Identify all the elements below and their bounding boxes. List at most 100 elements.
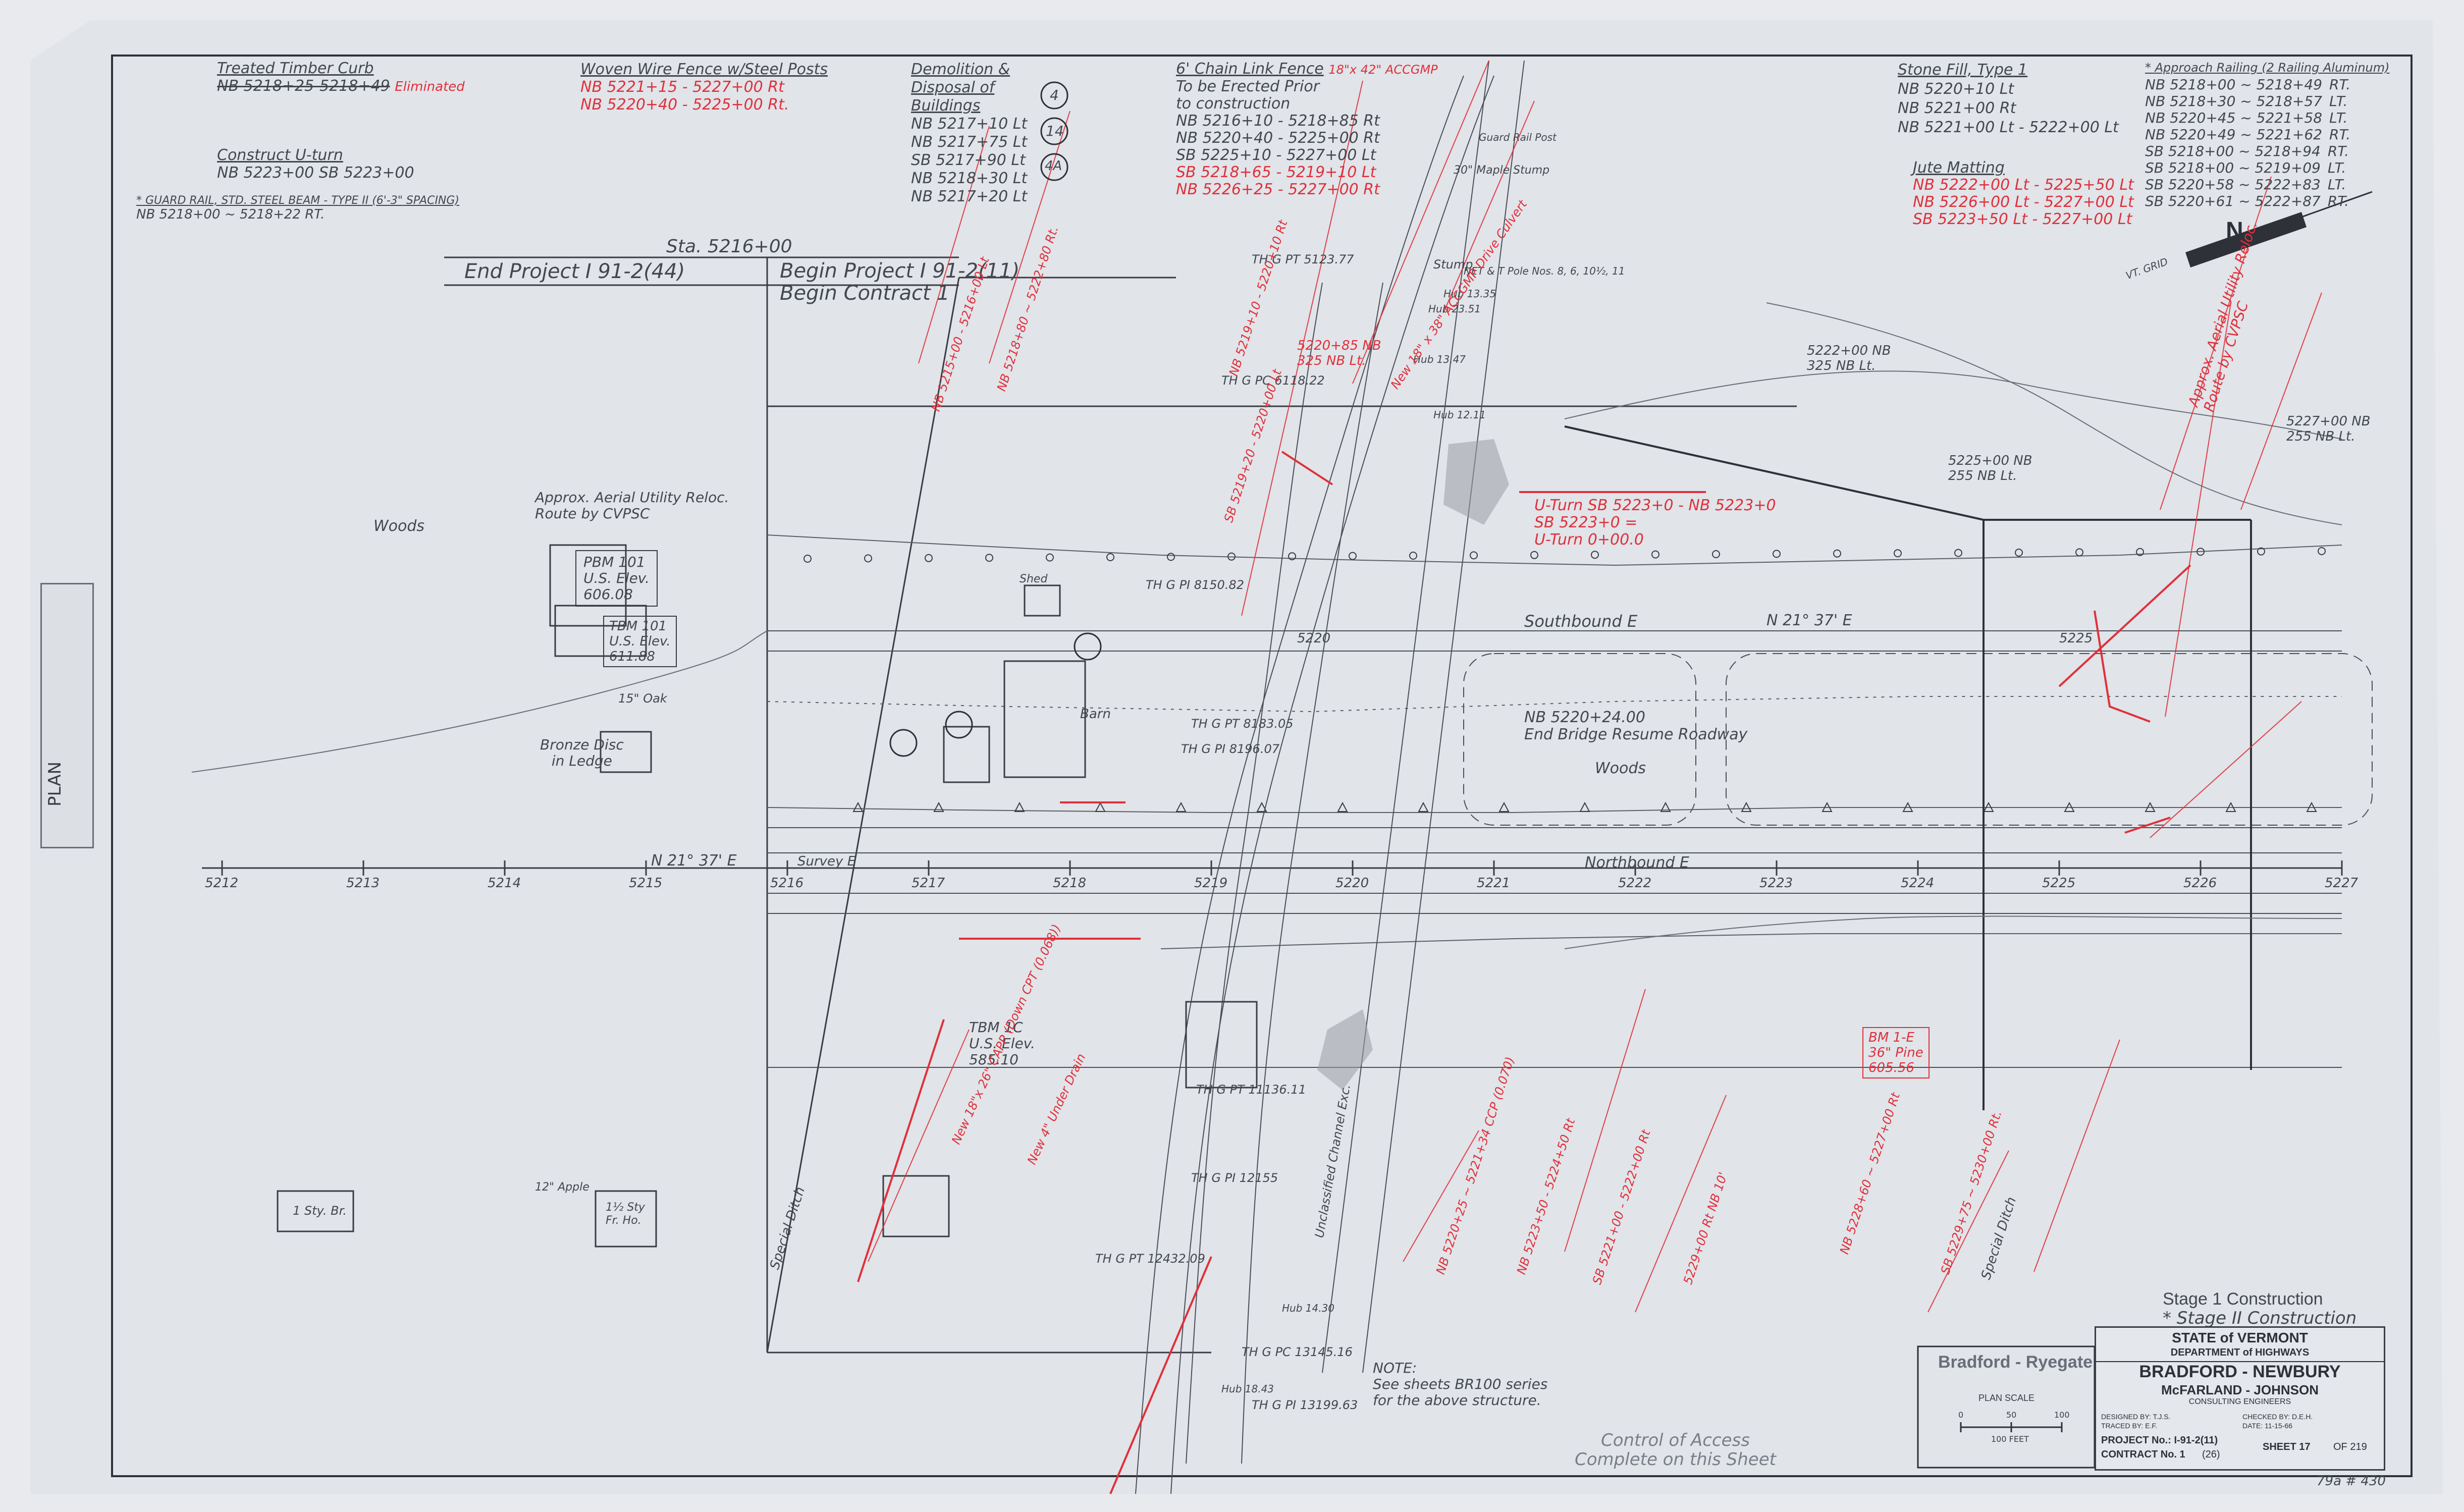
southbound-label: Southbound E — [1524, 612, 1638, 631]
triangle-marker — [1579, 801, 1590, 812]
control-of-access: Control of Access Complete on this Sheet — [1575, 1431, 1776, 1469]
tbm-101-label: TBM 101 U.S. Elev. 611.88 — [603, 616, 677, 667]
one-half-sty-line: 1½ Sty — [606, 1201, 645, 1214]
pbm-line: PBM 101 — [583, 554, 646, 570]
hub-label: Hub 13.47 — [1413, 353, 1466, 365]
fence-post-marker — [1894, 549, 1902, 558]
note-line: SB 5218+65 - 5219+10 Lt — [1176, 164, 1376, 181]
triangle-marker — [1741, 801, 1752, 812]
begin-project-block: Begin Project I 91-2(11) Begin Contract … — [780, 260, 1020, 304]
station-tick-label: 5214 — [488, 876, 521, 891]
station-tick-label: 5215 — [629, 876, 663, 891]
note-heading: * Approach Railing (2 Railing Aluminum) — [2145, 61, 2390, 75]
bm-line: 36" Pine — [1868, 1045, 1923, 1060]
title-traced: TRACED BY: E.F. — [2101, 1422, 2158, 1430]
note-line: NB 5222+00 Lt - 5225+50 Lt — [1913, 176, 2134, 194]
fence-post-marker — [2318, 547, 2326, 555]
note-br100-line: See sheets BR100 series — [1373, 1376, 1548, 1392]
note-line: NB 5226+00 Lt - 5227+00 Lt — [1913, 193, 2134, 211]
railing-range: NB 5220+45 ~ 5221+58 — [2145, 110, 2323, 126]
note-heading: 6' Chain Link Fence — [1176, 60, 1324, 78]
scale-tick-50: 50 — [2006, 1410, 2017, 1420]
end-bridge-label: NB 5220+24.00 End Bridge Resume Roadway — [1524, 709, 1747, 743]
bronze-disc-line: in Ledge — [551, 752, 612, 769]
upper-station-5220: 5220 — [1297, 631, 1331, 646]
triangle-marker — [1660, 801, 1671, 812]
station-tick-label: 5218 — [1053, 876, 1087, 891]
bronze-disc-label: Bronze Disc in Ledge — [540, 737, 624, 769]
fence-post-marker — [985, 554, 993, 562]
note-chain-link: 6' Chain Link Fence 18"x 42" ACCGMP To b… — [1176, 61, 1438, 198]
tbm-line: TBM 101 — [609, 619, 667, 634]
pbm-line: U.S. Elev. — [583, 570, 650, 586]
triangle-marker — [1902, 801, 1913, 812]
triangle-marker — [2145, 801, 2156, 812]
note-line: NB 5226+25 - 5227+00 Rt — [1176, 181, 1380, 198]
triangle-marker — [852, 801, 864, 812]
title-contract: CONTRACT No. 1 — [2101, 1449, 2185, 1460]
note-br100-line: NOTE: — [1373, 1360, 1417, 1376]
th-label: TH G PT 5123.77 — [1252, 252, 1354, 266]
railing-side: LT. — [2327, 176, 2346, 193]
station-tick-label: 5217 — [912, 876, 945, 891]
north-letter: N — [2226, 218, 2243, 244]
stage-line-1: Stage 1 Construction — [2163, 1289, 2323, 1309]
note-line: NB 5217+10 Lt — [911, 115, 1028, 133]
fence-post-marker — [1773, 550, 1781, 558]
fence-post-marker — [1954, 549, 1962, 557]
demolition-circle-4a: 4A — [1045, 158, 1062, 174]
northbound-label: Northbound E — [1585, 854, 1689, 872]
aerial-utility-label: Approx. Aerial Utility Reloc. Route by C… — [535, 490, 729, 522]
station-tick-label: 5213 — [346, 876, 380, 891]
railing-side: LT. — [2329, 93, 2348, 110]
title-checked: CHECKED BY: D.E.H. — [2242, 1413, 2313, 1421]
hub-label: Hub 18.43 — [1221, 1383, 1274, 1395]
fence-post-marker — [1167, 553, 1175, 561]
station-tick-label: 5226 — [2183, 876, 2217, 891]
u-turn-red-label: U-Turn SB 5223+0 - NB 5223+0 SB 5223+0 =… — [1534, 497, 1776, 549]
note-line: NB 5216+10 - 5218+85 Rt — [1176, 112, 1380, 130]
scale-tick-0: 0 — [1958, 1410, 1964, 1420]
note-line: NB 5217+20 Lt — [911, 188, 1028, 205]
demolition-circle-4: 4 — [1050, 87, 1059, 103]
one-half-sty-line: Fr. Ho. — [606, 1214, 641, 1227]
title-of: OF 219 — [2333, 1441, 2367, 1452]
note-line: NB 5217+75 Lt — [911, 133, 1028, 151]
fence-post-marker — [864, 554, 872, 563]
note-line: NB 5220+40 - 5225+00 Rt — [1176, 129, 1380, 147]
note-br100: NOTE: See sheets BR100 series for the ab… — [1373, 1360, 1547, 1409]
fence-post-marker — [1288, 552, 1296, 561]
fence-post-marker — [1591, 551, 1599, 559]
bm-line: BM 1-E — [1868, 1030, 1914, 1045]
bradford-ryegate-label: Bradford - Ryegate — [1938, 1353, 2093, 1372]
note-red: Eliminated — [395, 79, 465, 94]
railing-range: NB 5218+00 ~ 5218+49 — [2145, 76, 2323, 93]
note-line: NB 5220+40 - 5225+00 Rt. — [580, 96, 789, 114]
fence-post-marker — [1106, 553, 1114, 561]
north-arrow-icon — [2185, 191, 2373, 267]
station-label: Sta. 5216+00 — [666, 236, 792, 257]
railing-range: SB 5220+58 ~ 5222+83 — [2145, 176, 2321, 193]
th-label: TH G PC 13145.16 — [1242, 1345, 1353, 1359]
note-line: NB 5221+00 Rt — [1898, 99, 2016, 117]
net-pole-label: NET & T Pole Nos. 8, 6, 10½, 11 — [1464, 265, 1625, 277]
route-by-line: Route by CVPSC — [535, 505, 650, 522]
railing-side: LT. — [2327, 159, 2346, 176]
survey-label: Survey E — [797, 854, 856, 869]
apple-label: 12" Apple — [535, 1181, 590, 1194]
note-line: NB 5220+10 Lt — [1898, 80, 2014, 98]
guard-rail-post-label: Guard Rail Post — [1479, 131, 1557, 143]
demolition-circle-14: 14 — [1046, 123, 1064, 139]
fence-post-marker — [2197, 548, 2205, 556]
railing-side: RT. — [2327, 193, 2349, 209]
station-tick-label: 5225 — [2042, 876, 2076, 891]
triangle-marker — [2225, 801, 2236, 812]
fence-post-marker — [2257, 547, 2265, 556]
station-line: 5225+00 NB — [1948, 453, 2032, 468]
title-project: PROJECT No.: I-91-2(11) — [2101, 1435, 2218, 1446]
